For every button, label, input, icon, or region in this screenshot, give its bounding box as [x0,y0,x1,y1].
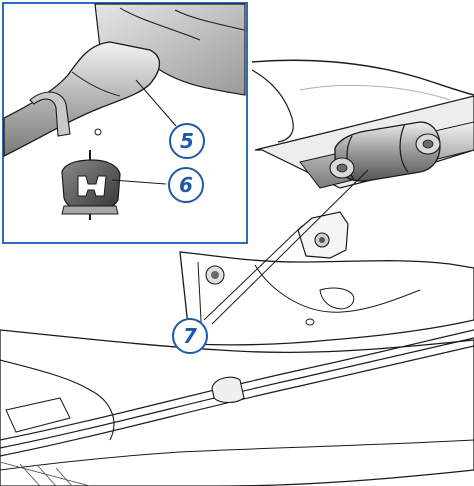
floor-pan-curve [251,69,294,143]
clamp-band-left [346,135,355,181]
body-lower-contour [0,359,115,441]
exhaust-pipe [3,41,161,158]
silencer-detail [119,7,245,41]
inset-panel [2,2,248,244]
line-clip [211,376,245,404]
hanger-rod [29,91,71,137]
brake-line-3 [0,345,474,457]
underbody-view [0,59,474,486]
callout-7-circle [172,318,208,354]
leader-7a [203,225,303,321]
leader-7b [211,169,369,325]
exhaust-pipe-seam [71,71,121,97]
callout-5-circle [169,123,205,159]
callout-5-label: 5 [180,129,194,153]
body-edge [0,439,474,471]
body-plate [5,397,71,433]
body-sill [0,329,474,486]
rubber-mount [61,150,121,220]
heat-shield-dent [319,287,355,310]
leader-6 [111,179,167,185]
callout-5: 5 [169,123,205,159]
leader-5 [135,79,177,127]
brake-line-1 [0,329,474,441]
wheel-arch-tread [0,461,91,486]
callout-7-label: 7 [183,324,197,348]
callout-6-label: 6 [179,173,193,197]
floor-pan-outline [251,59,474,96]
rubber-mount-cutout [77,175,107,197]
callout-6: 6 [168,167,204,203]
callout-7: 7 [172,318,208,354]
pipe-clamp [329,121,441,182]
heat-shield [179,251,474,346]
floor-pan-ridge [299,84,451,101]
callout-6-circle [168,167,204,203]
clamp-band-right [399,123,409,173]
heat-shield-hole [305,318,315,326]
rubber-mount-foot [61,205,119,215]
brake-line-2 [0,337,474,449]
callout-leaders [111,79,369,325]
